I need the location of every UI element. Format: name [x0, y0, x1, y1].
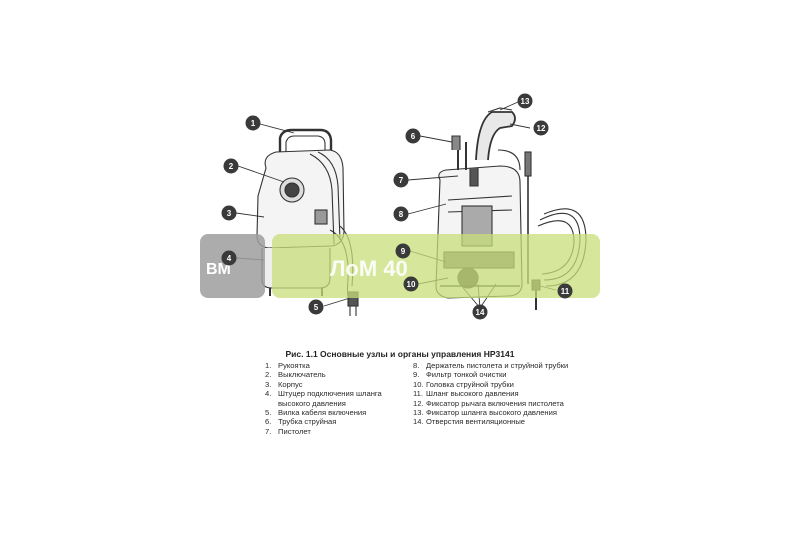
figure-caption: Рис. 1.1 Основные узлы и органы управлен…	[285, 349, 515, 359]
callout-circle	[557, 283, 573, 299]
callout-6: 6	[405, 128, 421, 144]
callout-number: 2	[229, 162, 234, 171]
legend-item-text: Шланг высокого давления	[426, 389, 519, 399]
callout-4: 4	[221, 250, 237, 266]
callout-circle	[533, 120, 549, 136]
callout-circle	[245, 115, 261, 131]
callout-number: 9	[401, 247, 406, 256]
callout-circle	[403, 276, 419, 292]
callout-number: 5	[314, 303, 319, 312]
callout-number: 13	[521, 97, 530, 106]
legend-item: 1. Рукоятка	[265, 361, 382, 370]
legend-item-text: Трубка струйная	[278, 417, 337, 427]
callout-5: 5	[308, 299, 324, 315]
legend-item: 9. Фильтр тонкой очистки	[413, 370, 568, 379]
callout-2: 2	[223, 158, 239, 174]
callout-1: 1	[245, 115, 261, 131]
legend-item-number: 4.	[265, 389, 272, 399]
callout-number: 4	[227, 254, 232, 263]
legend-item-number: 1.	[265, 361, 272, 370]
legend-item: 12.Фиксатор рычага включения пистолета	[413, 399, 568, 408]
legend-item-text: Головка струйной трубки	[426, 379, 514, 389]
watermark-left-text: ВМ	[206, 261, 231, 278]
callout-number: 3	[227, 209, 232, 218]
callout-circle	[395, 243, 411, 259]
legend-item: 7. Пистолет	[265, 427, 382, 436]
callout-3: 3	[221, 205, 237, 221]
legend-item-text: Штуцер подключения шланга	[278, 389, 382, 399]
callout-13: 13	[517, 93, 533, 109]
callout-number: 6	[411, 132, 416, 141]
callout-number: 12	[537, 124, 546, 133]
callout-number: 7	[399, 176, 404, 185]
legend-item: 13.Фиксатор шланга высокого давления	[413, 408, 568, 417]
legend-item-number: 6.	[265, 417, 272, 427]
legend-item: 4. Штуцер подключения шланга	[265, 389, 382, 398]
callout-8: 8	[393, 206, 409, 222]
legend-item-text: Вилка кабеля включения	[278, 408, 367, 418]
callout-circle	[223, 158, 239, 174]
legend-item-number: 12.	[413, 398, 424, 408]
legend-item: 5. Вилка кабеля включения	[265, 408, 382, 417]
legend-item-number: 5.	[265, 408, 272, 418]
callout-7: 7	[393, 172, 409, 188]
watermark: ВМ ЛоМ 40	[200, 234, 600, 298]
watermark-left-block	[200, 234, 265, 298]
callout-9: 9	[395, 243, 411, 259]
legend-item-number: 3.	[265, 379, 272, 389]
legend-item-text: Рукоятка	[278, 361, 310, 370]
legend-item-text: Выключатель	[278, 370, 326, 380]
callout-number: 11	[561, 287, 570, 296]
legend-item-text: Корпус	[278, 379, 303, 389]
legend-item-text: Держатель пистолета и струйной трубки	[426, 361, 569, 370]
callout-circle	[405, 128, 421, 144]
legend-item: 11.Шланг высокого давления	[413, 389, 568, 398]
legend-item: 2. Выключатель	[265, 370, 382, 379]
legend-item: 10.Головка струйной трубки	[413, 380, 568, 389]
callout-number: 14	[476, 308, 485, 317]
legend-item-number: 13.	[413, 408, 424, 418]
legend-item-number: 8.	[413, 361, 420, 370]
callout-10: 10	[403, 276, 419, 292]
callout-12: 12	[533, 120, 549, 136]
callout-circle	[308, 299, 324, 315]
legend-item: 3. Корпус	[265, 380, 382, 389]
legend-item-number: 7.	[265, 426, 272, 436]
legend-item: 14.Отверстия вентиляционные	[413, 417, 568, 426]
callout-circle	[221, 250, 237, 266]
callout-number: 8	[399, 210, 404, 219]
legend-item-text: Отверстия вентиляционные	[426, 417, 526, 427]
callout-11: 11	[557, 283, 573, 299]
legend-item: высокого давления	[265, 399, 382, 408]
callout-circle	[393, 206, 409, 222]
legend-item-number: 9.	[413, 370, 420, 380]
legend-item-text: высокого давления	[278, 398, 346, 408]
callout-circle	[393, 172, 409, 188]
legend-item-number: 14.	[413, 417, 424, 427]
legend-item-text: Пистолет	[278, 426, 311, 436]
legend-item-text: Фильтр тонкой очистки	[426, 370, 507, 380]
watermark-right-block	[272, 234, 600, 298]
legend-item-number: 2.	[265, 370, 272, 380]
watermark-right-text: ЛоМ 40	[330, 256, 408, 281]
legend-item-number: 11.	[413, 389, 423, 399]
legend-item: 6. Трубка струйная	[265, 417, 382, 426]
callout-circle	[221, 205, 237, 221]
callout-number: 1	[251, 119, 256, 128]
legend-item-text: Фиксатор рычага включения пистолета	[426, 398, 564, 408]
legend-item-text: Фиксатор шланга высокого давления	[426, 408, 557, 418]
legend-item-number: 10.	[413, 379, 424, 389]
legend-item: 8. Держатель пистолета и струйной трубки	[413, 361, 568, 370]
callout-circle	[472, 304, 488, 320]
callout-14: 14	[472, 304, 488, 320]
callout-circle	[517, 93, 533, 109]
callout-number: 10	[407, 280, 416, 289]
legend-left-column: 1. Рукоятка 2. Выключатель 3. Корпус 4. Штуцер …	[265, 361, 382, 436]
